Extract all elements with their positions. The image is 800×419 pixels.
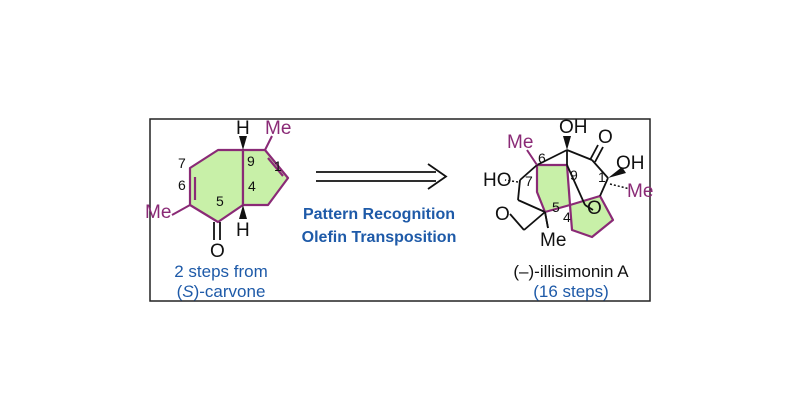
start-caption-line2: (S)-carvone	[177, 282, 266, 301]
methyl-label: Me	[507, 132, 533, 153]
wedge-bond	[239, 136, 247, 150]
hydroxyl-label: OH	[616, 153, 645, 174]
carbon-number: 9	[570, 167, 578, 183]
wedge-bond	[563, 136, 571, 150]
ring-double-bond	[267, 157, 284, 177]
h-label: H	[236, 118, 250, 139]
six-ring-highlight	[188, 148, 245, 224]
ether-oxygen-label: O	[587, 198, 602, 219]
methyl-label: Me	[540, 230, 566, 251]
ether-oxygen-label: O	[495, 204, 510, 225]
product-caption-line1: (–)-illisimonin A	[513, 262, 629, 281]
carbon-number: 9	[247, 153, 255, 169]
methyl-bond	[171, 204, 191, 216]
arrow-label-line1: Pattern Recognition	[303, 206, 455, 223]
ketone-oxygen-label: O	[598, 127, 613, 148]
carbon-number: 1	[598, 169, 606, 185]
hydroxyl-label: OH	[559, 117, 588, 138]
h-label: H	[236, 220, 250, 241]
five-ring-highlight	[241, 148, 290, 207]
methyl-bond	[264, 135, 273, 151]
carbon-number: 6	[538, 150, 546, 166]
start-caption-line1: 2 steps from	[174, 262, 268, 281]
carbon-number: 7	[525, 173, 533, 189]
wedge-bond	[239, 205, 247, 219]
arrow-label-line2: Olefin Transposition	[302, 229, 457, 246]
carbon-number: 4	[563, 209, 571, 225]
methyl-label: Me	[627, 181, 653, 202]
methyl-label: Me	[145, 202, 171, 223]
scheme-frame	[149, 118, 651, 302]
carbon-number: 5	[552, 199, 560, 215]
methyl-label: Me	[265, 118, 291, 139]
carbon-number: 4	[248, 178, 256, 194]
product-caption-line2: (16 steps)	[533, 282, 609, 301]
five-ring-highlight	[568, 194, 615, 239]
carbon-number: 1	[274, 158, 282, 174]
carbon-number: 5	[216, 193, 224, 209]
cage-ring-highlight	[535, 163, 572, 214]
hydroxyl-label: HO	[483, 170, 512, 191]
oxygen-label: O	[210, 241, 225, 262]
carbon-number: 6	[178, 177, 186, 193]
wedge-bond	[608, 167, 626, 178]
carbon-number: 7	[178, 155, 186, 171]
start-material-structure: H H O Me Me 1 4 5 6 7 9	[145, 118, 291, 262]
product-structure: OH O OH Me HO O O Me Me 1 4 5 6 7 9	[483, 117, 653, 251]
retrosynthetic-arrow	[316, 163, 448, 190]
